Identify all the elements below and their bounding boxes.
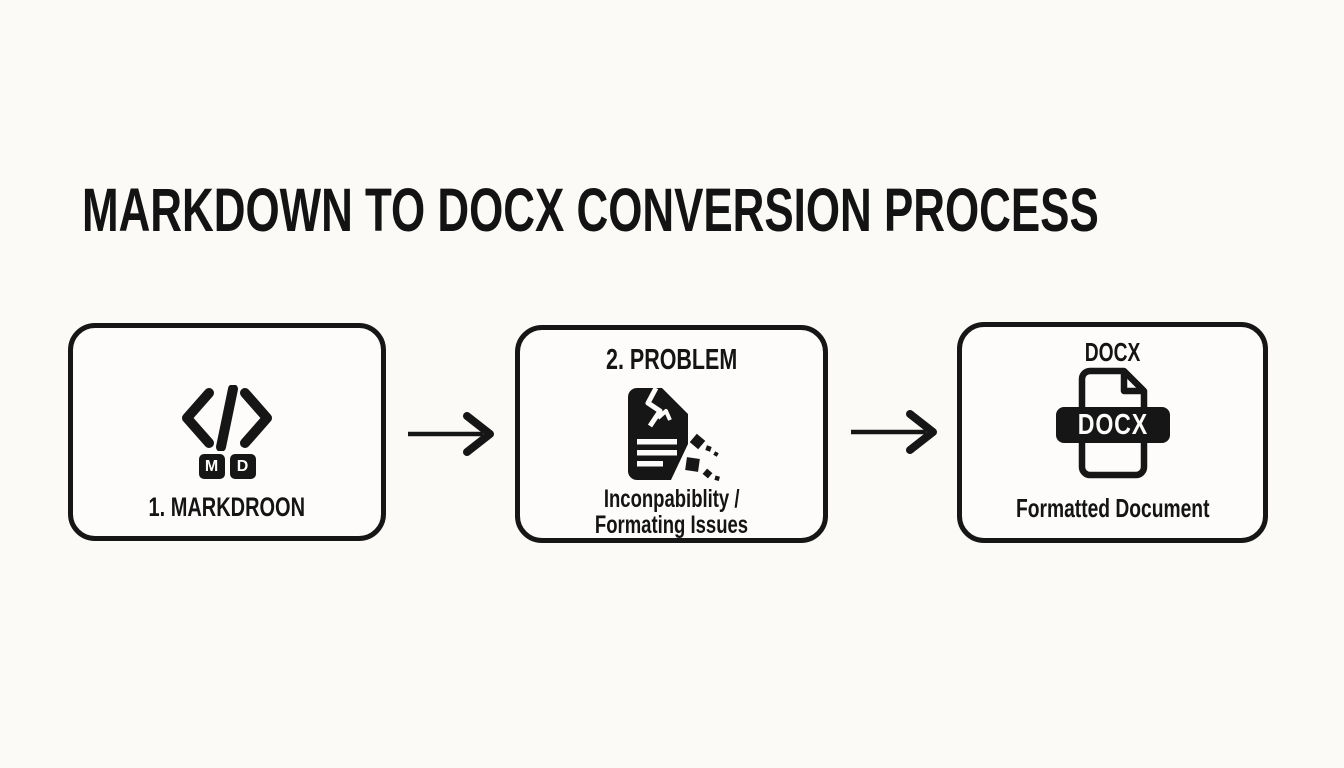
- step-docx-box: DOCX DOCX Formatted Document: [957, 322, 1268, 543]
- arrow-right-icon: [851, 410, 937, 454]
- step-markdown-box: M D 1. MARKDROON: [68, 323, 386, 541]
- broken-document-icon: [520, 386, 823, 486]
- step-docx-caption: Formatted Document: [1015, 493, 1210, 523]
- docx-band: DOCX: [1055, 407, 1170, 443]
- step-problem-box: 2. PROBLEM: [515, 325, 828, 543]
- md-badge: M D: [73, 454, 381, 479]
- arrow-right-icon: [408, 412, 494, 456]
- step-problem-caption: Inconpabiblity / Formating Issues: [594, 485, 749, 539]
- docx-file-icon: DOCX: [1054, 363, 1172, 481]
- docx-band-text: DOCX: [1077, 408, 1148, 441]
- md-badge-letter-d: D: [229, 454, 256, 479]
- step-problem-label: 2. PROBLEM: [605, 344, 738, 376]
- step-docx-label: DOCX: [1084, 337, 1141, 367]
- diagram-title: MARKDOWN TO DOCX CONVERSION PROCESS: [82, 176, 1099, 244]
- step-markdown-caption: 1. MARKDROON: [148, 492, 306, 522]
- markdown-code-icon: [73, 385, 381, 451]
- md-badge-letter-m: M: [198, 454, 225, 479]
